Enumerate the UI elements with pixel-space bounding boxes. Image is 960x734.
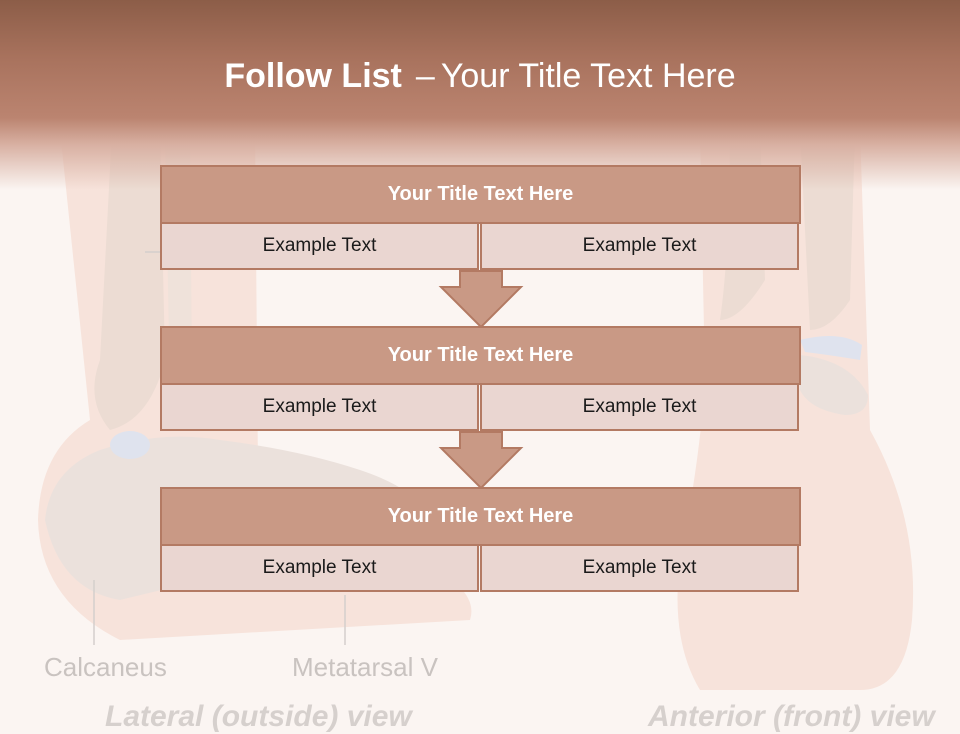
anterior-view-caption: Anterior (front) view — [648, 700, 935, 733]
title-rest: Your Title Text Here — [440, 57, 736, 95]
step-right-cell: Example Text — [480, 222, 799, 270]
step-right-cell: Example Text — [480, 383, 799, 431]
down-arrow-icon — [438, 270, 524, 329]
calcaneus-label: Calcaneus — [44, 652, 167, 682]
step-title: Your Title Text Here — [160, 487, 801, 546]
step-left-cell: Example Text — [160, 222, 479, 270]
step-box-2: Your Title Text Here Example Text Exampl… — [160, 326, 801, 431]
step-title: Your Title Text Here — [160, 326, 801, 385]
header-band — [0, 0, 960, 190]
title-bold: Follow List — [224, 57, 402, 95]
down-arrow-icon — [438, 431, 524, 490]
step-box-3: Your Title Text Here Example Text Exampl… — [160, 487, 801, 592]
step-left-cell: Example Text — [160, 544, 479, 592]
step-left-cell: Example Text — [160, 383, 479, 431]
title-dash: – — [415, 57, 435, 95]
step-title: Your Title Text Here — [160, 165, 801, 224]
step-box-1: Your Title Text Here Example Text Exampl… — [160, 165, 801, 270]
lateral-view-caption: Lateral (outside) view — [105, 700, 412, 733]
metatarsal-label: Metatarsal V — [292, 652, 438, 682]
page-title: Follow List–Your Title Text Here — [0, 54, 960, 98]
step-right-cell: Example Text — [480, 544, 799, 592]
